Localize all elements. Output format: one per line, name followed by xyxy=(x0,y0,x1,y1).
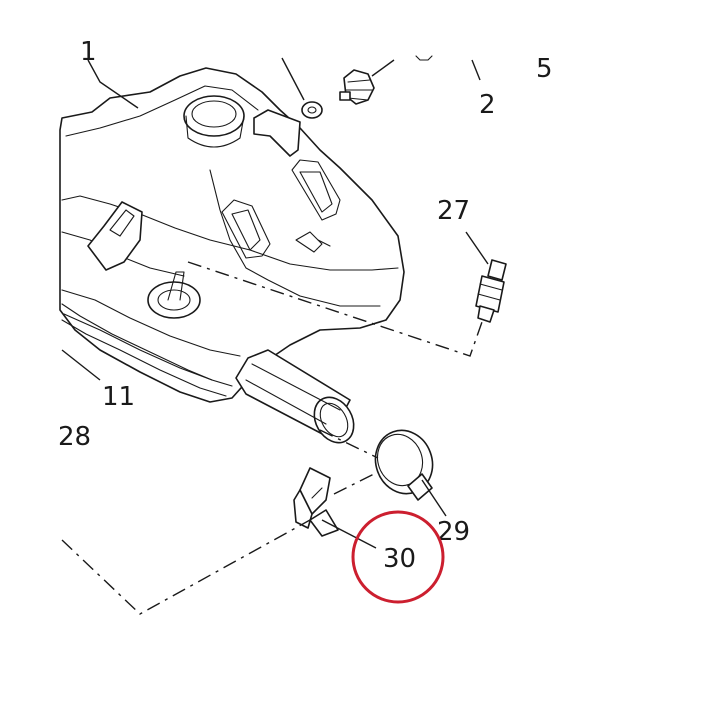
callout-11: 11 xyxy=(102,382,135,412)
sensor-part xyxy=(475,259,507,323)
assembly-lines xyxy=(61,261,483,615)
highlight-ring xyxy=(351,510,445,604)
callout-28: 28 xyxy=(58,422,91,452)
hose-clamp xyxy=(374,429,434,501)
filler-hose xyxy=(235,349,355,444)
callout-2: 2 xyxy=(479,90,496,120)
fuel-tank xyxy=(59,67,405,403)
callout-30: 30 xyxy=(383,544,416,574)
clip-bracket xyxy=(293,467,339,537)
callout-27: 27 xyxy=(437,196,470,226)
grommet-part xyxy=(301,101,323,119)
callout-5: 5 xyxy=(536,54,553,84)
top-edge-part xyxy=(415,55,433,61)
gear-part xyxy=(339,69,375,105)
leader-lines xyxy=(61,57,489,549)
callout-29: 29 xyxy=(437,517,470,547)
callout-1: 1 xyxy=(80,37,97,67)
